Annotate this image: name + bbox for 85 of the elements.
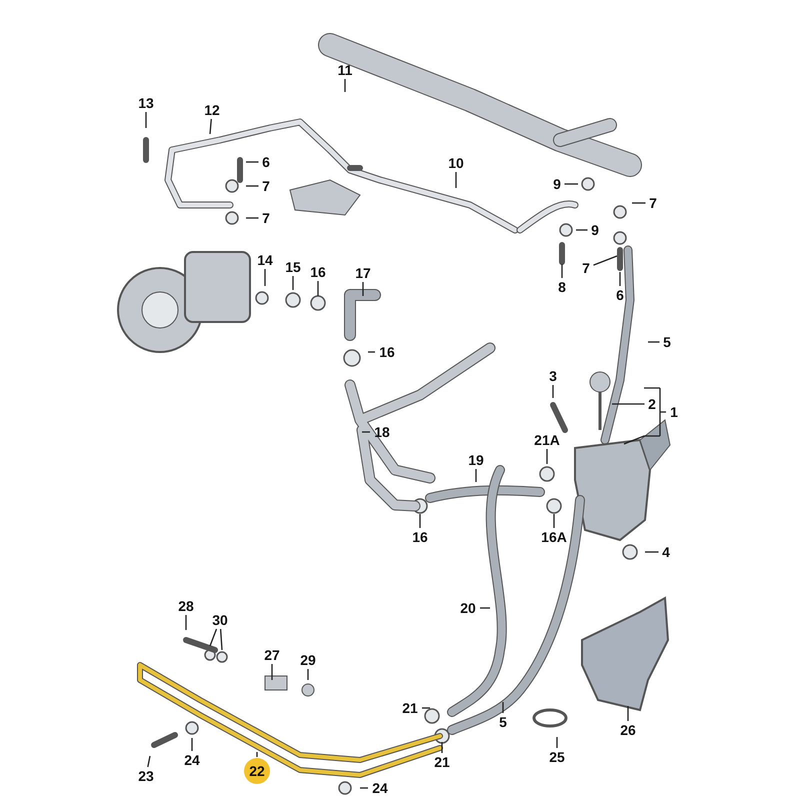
callout-number: 16 xyxy=(378,344,396,360)
leader-line xyxy=(576,229,588,231)
leader-line xyxy=(246,161,258,163)
callout-number: 4 xyxy=(661,544,671,560)
leader-line xyxy=(220,628,223,650)
leader-line xyxy=(246,217,258,219)
leader-line xyxy=(553,514,555,528)
leader-line xyxy=(475,469,477,482)
leader-line xyxy=(593,255,618,266)
callout-number: 27 xyxy=(263,647,281,663)
callout-number: 16A xyxy=(540,529,568,545)
leader-line xyxy=(246,185,258,187)
leader-line xyxy=(441,742,443,753)
leader-line xyxy=(362,431,370,433)
leader-line xyxy=(552,385,554,398)
callout-number: 2 xyxy=(647,396,657,412)
leader-line xyxy=(209,118,212,134)
leader-line xyxy=(264,269,266,286)
callout-number: 26 xyxy=(619,722,637,738)
callout-number: 7 xyxy=(648,195,658,211)
callout-number: 9 xyxy=(590,222,600,238)
leader-line xyxy=(455,172,457,188)
leader-line xyxy=(564,183,578,185)
callout-number: 21A xyxy=(533,432,561,448)
leader-line xyxy=(271,664,273,680)
leader-line xyxy=(480,607,490,609)
leader-line xyxy=(145,112,147,128)
leader-line xyxy=(612,403,644,405)
leader-line xyxy=(546,449,548,464)
leader-line xyxy=(648,341,660,343)
leader-line xyxy=(292,276,294,290)
callout-number: 29 xyxy=(299,652,317,668)
callout-number: 18 xyxy=(373,424,391,440)
callout-number: 20 xyxy=(459,600,477,616)
callout-number: 7 xyxy=(581,260,591,276)
callout-number: 21 xyxy=(433,754,451,770)
callout-number: 13 xyxy=(137,95,155,111)
leader-line xyxy=(185,615,187,630)
leader-line xyxy=(623,387,667,445)
leader-line xyxy=(147,756,151,768)
callout-number: 10 xyxy=(447,155,465,171)
callout-number: 16 xyxy=(411,529,429,545)
leader-line xyxy=(561,264,563,278)
callout-number: 15 xyxy=(284,259,302,275)
leader-line xyxy=(632,202,646,204)
callout-number: 14 xyxy=(256,252,274,268)
leader-line xyxy=(619,272,621,286)
callout-number: 9 xyxy=(552,176,562,192)
leader-line xyxy=(344,79,346,92)
callout-number: 12 xyxy=(203,102,221,118)
callout-number: 7 xyxy=(261,210,271,226)
callout-number: 17 xyxy=(354,265,372,281)
callout-number: 25 xyxy=(548,749,566,765)
leader-line xyxy=(362,282,364,296)
leader-line xyxy=(256,752,258,757)
callout-number: 23 xyxy=(137,768,155,784)
callout-number: 7 xyxy=(261,178,271,194)
leader-line xyxy=(502,702,504,713)
callout-number: 3 xyxy=(548,368,558,384)
callout-number: 1 xyxy=(669,404,679,420)
leader-line xyxy=(645,551,658,553)
leader-line xyxy=(317,281,319,296)
callout-number: 8 xyxy=(557,279,567,295)
callout-number: 21 xyxy=(401,700,419,716)
callout-number: 11 xyxy=(336,62,354,78)
callout-number: 28 xyxy=(177,598,195,614)
leader-line xyxy=(368,351,375,353)
callout-number: 22 xyxy=(244,758,270,784)
callout-number: 6 xyxy=(261,154,271,170)
callout-number: 30 xyxy=(211,612,229,628)
leader-line xyxy=(422,707,430,709)
callout-number: 5 xyxy=(498,714,508,730)
callout-number: 5 xyxy=(662,334,672,350)
leader-line xyxy=(360,787,368,789)
leader-line xyxy=(627,706,629,721)
callout-number: 16 xyxy=(309,264,327,280)
leader-line xyxy=(419,514,421,528)
leader-line xyxy=(209,628,218,646)
leader-line xyxy=(191,738,193,751)
callout-number: 24 xyxy=(371,780,389,796)
callout-number: 24 xyxy=(183,752,201,768)
leader-line xyxy=(307,669,309,680)
leader-line xyxy=(556,737,558,748)
callout-number: 19 xyxy=(467,452,485,468)
callout-number: 6 xyxy=(615,287,625,303)
